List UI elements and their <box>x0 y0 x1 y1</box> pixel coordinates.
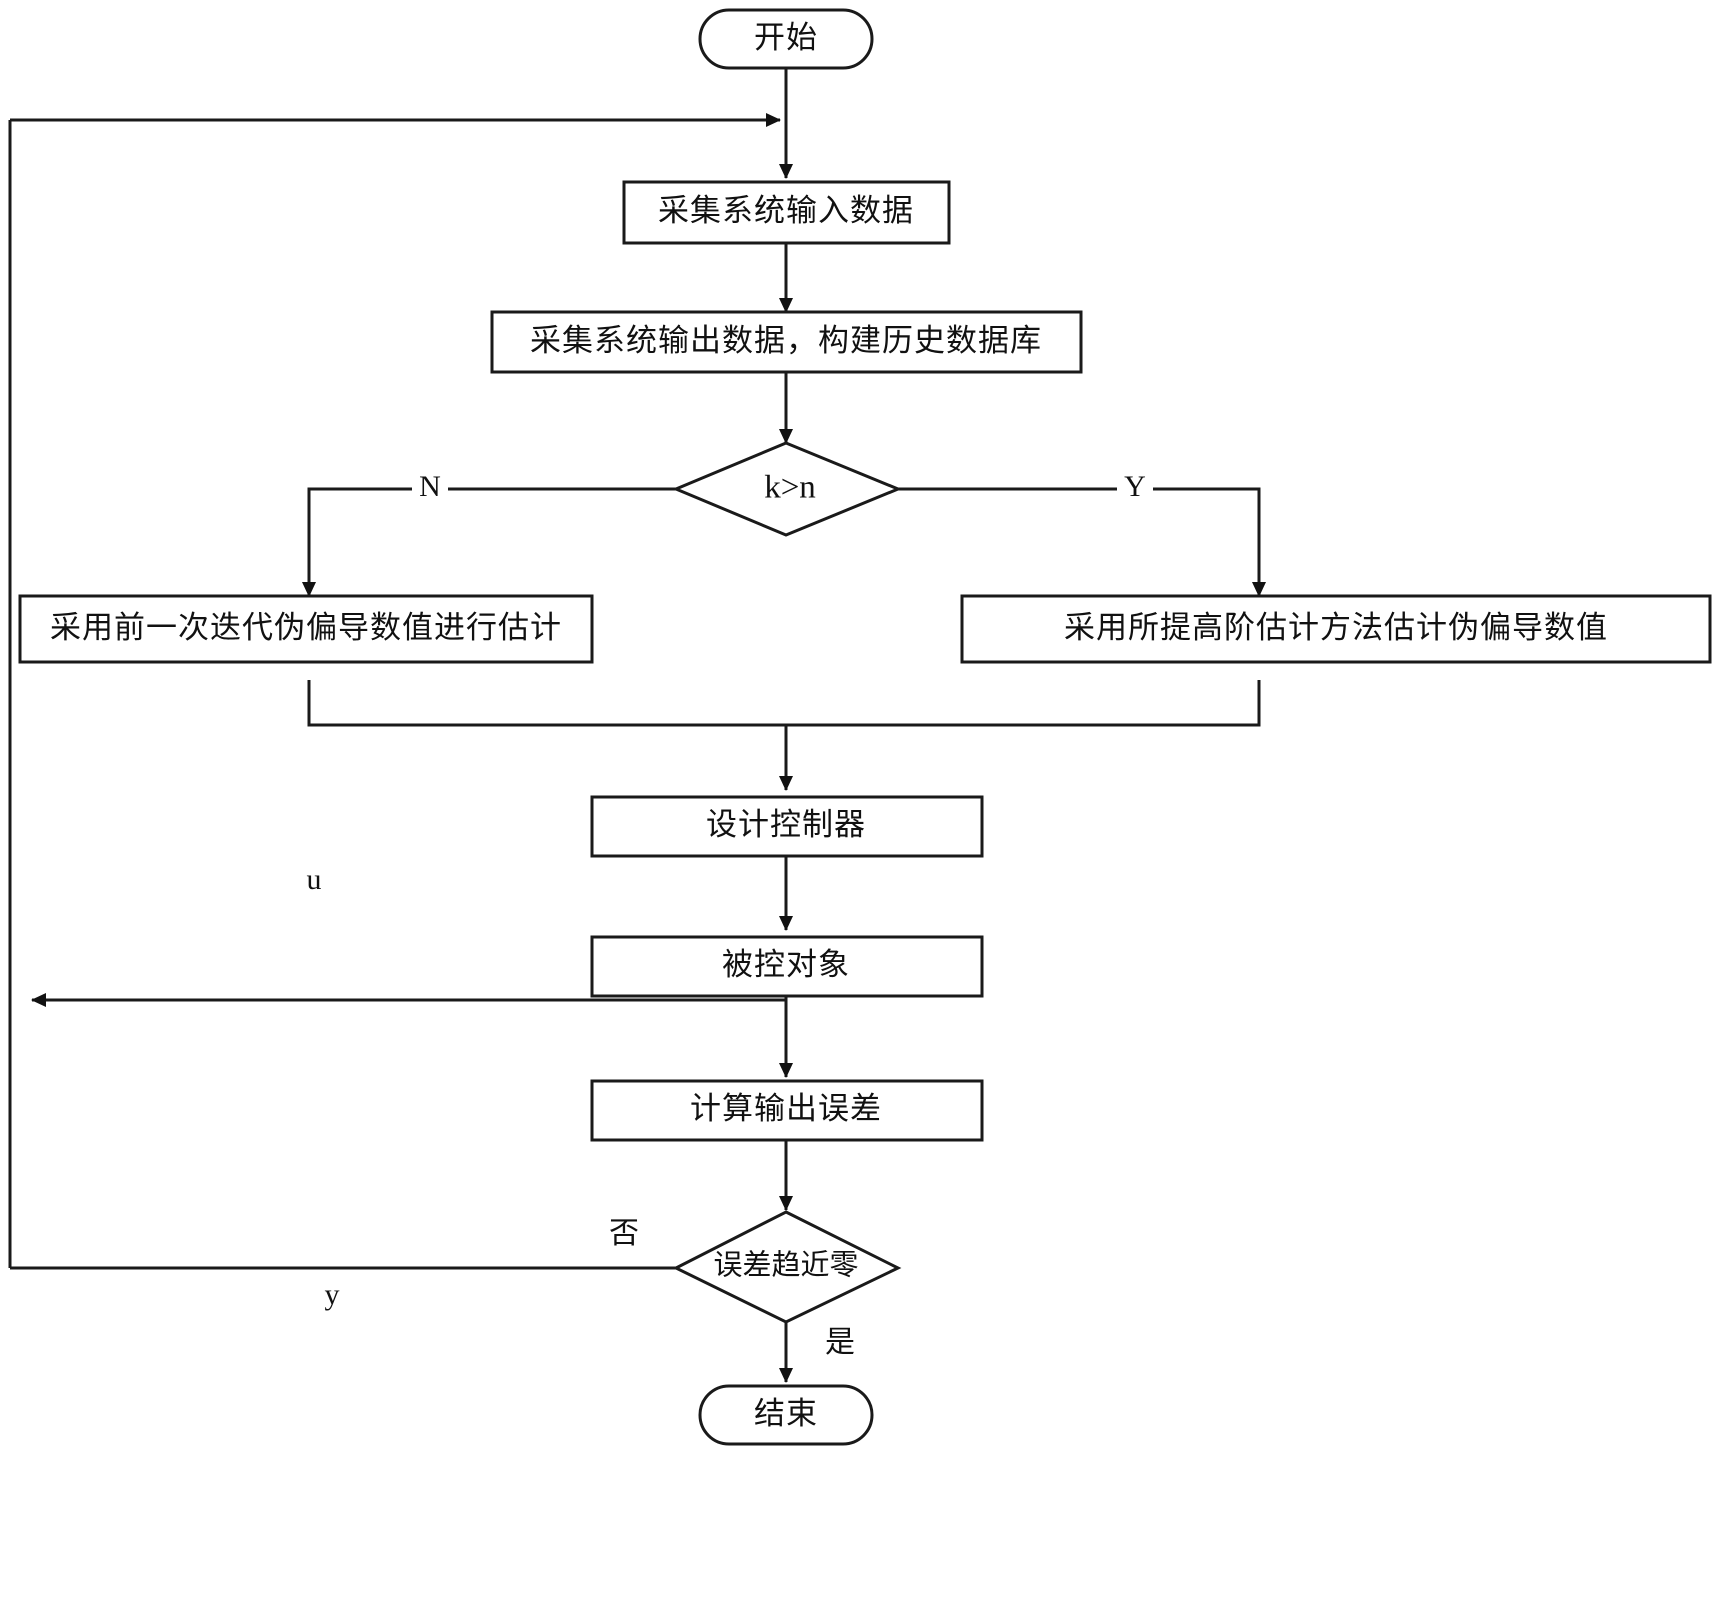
edge-label-error-no: 否 <box>609 1217 639 1250</box>
node-start-label: 开始 <box>754 20 818 55</box>
node-design-controller[interactable] <box>590 795 984 858</box>
node-collect-input[interactable] <box>622 180 951 245</box>
edge-decision-kn-yes <box>898 487 1261 582</box>
edge-merge-estimation-branches <box>307 680 1261 727</box>
node-previous-iteration-estimate-label: 采用前一次迭代伪偏导数值进行估计 <box>50 610 562 645</box>
node-design-controller-label: 设计控制器 <box>706 807 866 842</box>
node-decision-error-zero[interactable] <box>672 1210 902 1324</box>
node-calc-output-error[interactable] <box>590 1079 984 1142</box>
edge-label-control-signal-u: u <box>307 863 322 896</box>
node-start[interactable] <box>698 8 874 70</box>
node-collect-output[interactable] <box>490 310 1083 374</box>
edge-label-kn-no: N <box>419 470 441 503</box>
node-decision-kn[interactable] <box>672 441 902 537</box>
node-previous-iteration-estimate[interactable] <box>18 594 594 664</box>
node-collect-input-label: 采集系统输入数据 <box>658 193 914 228</box>
node-high-order-estimate[interactable] <box>960 594 1712 664</box>
edge-label-kn-yes-bg <box>1117 473 1153 505</box>
edge-decision-kn-no <box>307 487 676 582</box>
node-decision-kn-label: k>n <box>764 470 816 506</box>
edge-label-kn-no-bg <box>412 473 448 505</box>
node-plant-label: 被控对象 <box>722 947 850 982</box>
edge-label-error-yes: 是 <box>825 1326 855 1359</box>
node-calc-output-error-label: 计算输出误差 <box>690 1091 882 1126</box>
edge-label-kn-yes: Y <box>1124 470 1146 503</box>
node-decision-error-zero-label: 误差趋近零 <box>713 1249 858 1282</box>
node-end-label: 结束 <box>754 1396 818 1431</box>
node-plant[interactable] <box>590 935 984 998</box>
node-end[interactable] <box>698 1384 874 1446</box>
node-collect-output-label: 采集系统输出数据，构建历史数据库 <box>530 323 1042 358</box>
node-high-order-estimate-label: 采用所提高阶估计方法估计伪偏导数值 <box>1064 610 1608 645</box>
edge-label-feedback-y: y <box>325 1278 340 1311</box>
